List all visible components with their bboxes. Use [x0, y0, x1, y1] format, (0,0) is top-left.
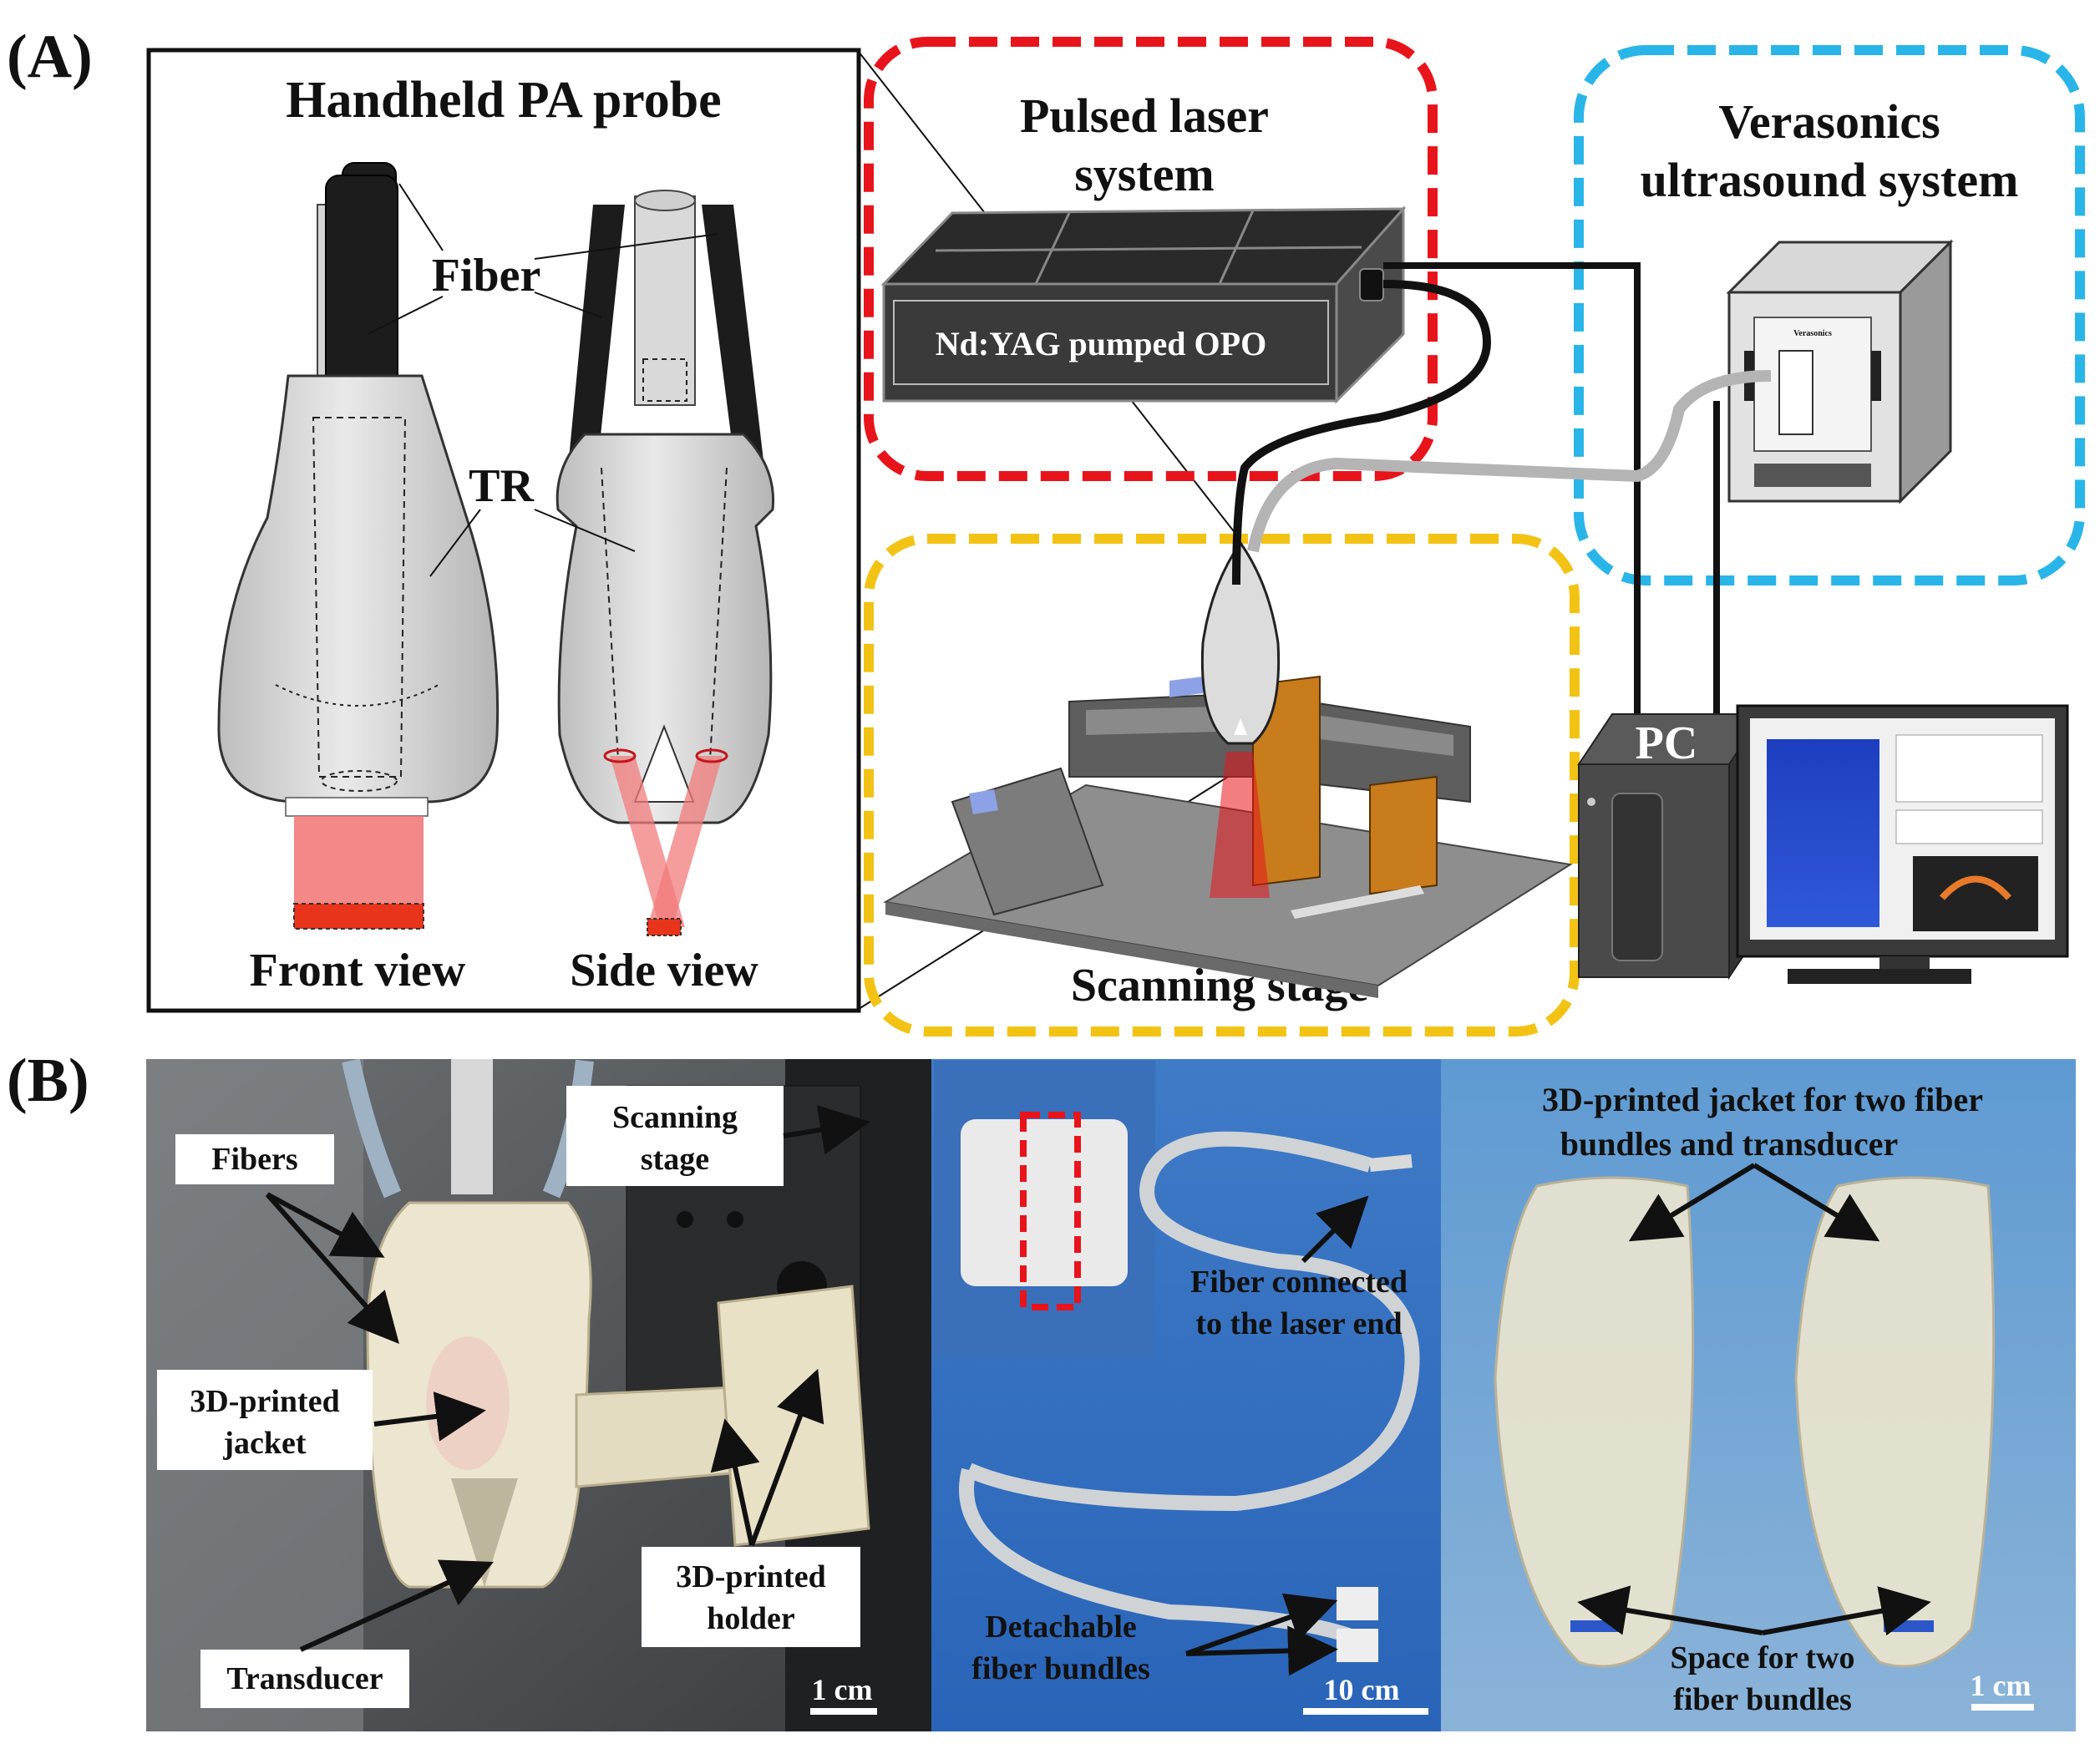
photo2-scale-bar — [1303, 1708, 1428, 1715]
front-view-label: Front view — [250, 945, 466, 996]
photo2-scale-label: 10 cm — [1324, 1673, 1400, 1706]
space-line2: fiber bundles — [1673, 1682, 1852, 1717]
photo1-scale-label: 1 cm — [812, 1673, 873, 1706]
us-title-line2: ultrasound system — [1641, 153, 2019, 207]
ultrasound-system-box — [1574, 45, 2085, 585]
laser-system-box — [864, 37, 1438, 481]
fiber-connected-line2: to the laser end — [1195, 1306, 1402, 1341]
laser-to-pc-cable — [1383, 262, 1641, 718]
scanning-stage-box — [864, 534, 1580, 1037]
jacket-callout-line2: jacket — [222, 1426, 307, 1461]
transducer-callout: Transducer — [226, 1661, 383, 1696]
photo3-scale-bar — [1971, 1704, 2034, 1711]
space-line1: Space for two — [1671, 1640, 1855, 1675]
fibers-callout: Fibers — [211, 1142, 297, 1177]
tr-label: TR — [469, 460, 534, 512]
photo3-scale-label: 1 cm — [1971, 1669, 2032, 1702]
panel-b-label: (B) — [7, 1047, 89, 1115]
jacket-title-line2: bundles and transducer — [1560, 1125, 1899, 1163]
laser-fiber-cable — [1232, 280, 1492, 585]
fiber-leader-3 — [534, 233, 719, 260]
photo1-callouts: Fibers Scanning stage 3D-printed jacket … — [157, 1086, 877, 1715]
side-view-probe — [555, 190, 775, 936]
detachable-line1: Detachable — [985, 1609, 1137, 1645]
scanning-callout-line2: stage — [641, 1142, 709, 1177]
photo2-callouts: Fiber connected to the laser end Detacha… — [971, 1195, 1428, 1715]
fiber-label: Fiber — [432, 250, 541, 302]
jacket-title-line1: 3D-printed jacket for two fiber — [1542, 1081, 1983, 1118]
tr-leader-1 — [429, 509, 481, 577]
ultrasound-cable — [1247, 370, 1772, 553]
scanning-callout-line1: Scanning — [612, 1100, 738, 1135]
panel-a-label: (A) — [7, 23, 93, 91]
fiber-leader-4 — [534, 291, 602, 318]
photo-3d-jackets — [1441, 1059, 2076, 1731]
holder-callout-line2: holder — [707, 1601, 795, 1636]
front-view-probe — [217, 162, 500, 930]
probe-on-stage — [1200, 540, 1281, 898]
us-title-line1: Verasonics — [1718, 94, 1940, 149]
probe-title: Handheld PA probe — [286, 72, 721, 129]
detachable-line2: fiber bundles — [971, 1651, 1150, 1686]
holder-callout-line1: 3D-printed — [676, 1559, 825, 1594]
fiber-connected-line1: Fiber connected — [1190, 1265, 1408, 1300]
laser-title-line1: Pulsed laser — [1020, 89, 1269, 143]
verasonics-device — [1726, 239, 1954, 504]
side-view-label: Side view — [570, 945, 758, 996]
laser-title-line2: system — [1074, 147, 1215, 201]
fiber-leader-1 — [398, 183, 444, 251]
verasonics-device-label: Verasonics — [1793, 329, 1832, 338]
fiber-leader-2 — [367, 296, 444, 335]
laser-device-label: Nd:YAG pumped OPO — [936, 325, 1266, 362]
laser-device — [880, 205, 1407, 404]
jacket-callout-line1: 3D-printed — [190, 1384, 339, 1419]
photo1-scale-bar — [810, 1708, 877, 1715]
tr-leader-2 — [534, 509, 636, 552]
pc-label: PC — [1636, 717, 1698, 769]
photo3-callouts: 3D-printed jacket for two fiber bundles … — [1542, 1081, 2034, 1717]
monitor — [1736, 704, 2069, 984]
